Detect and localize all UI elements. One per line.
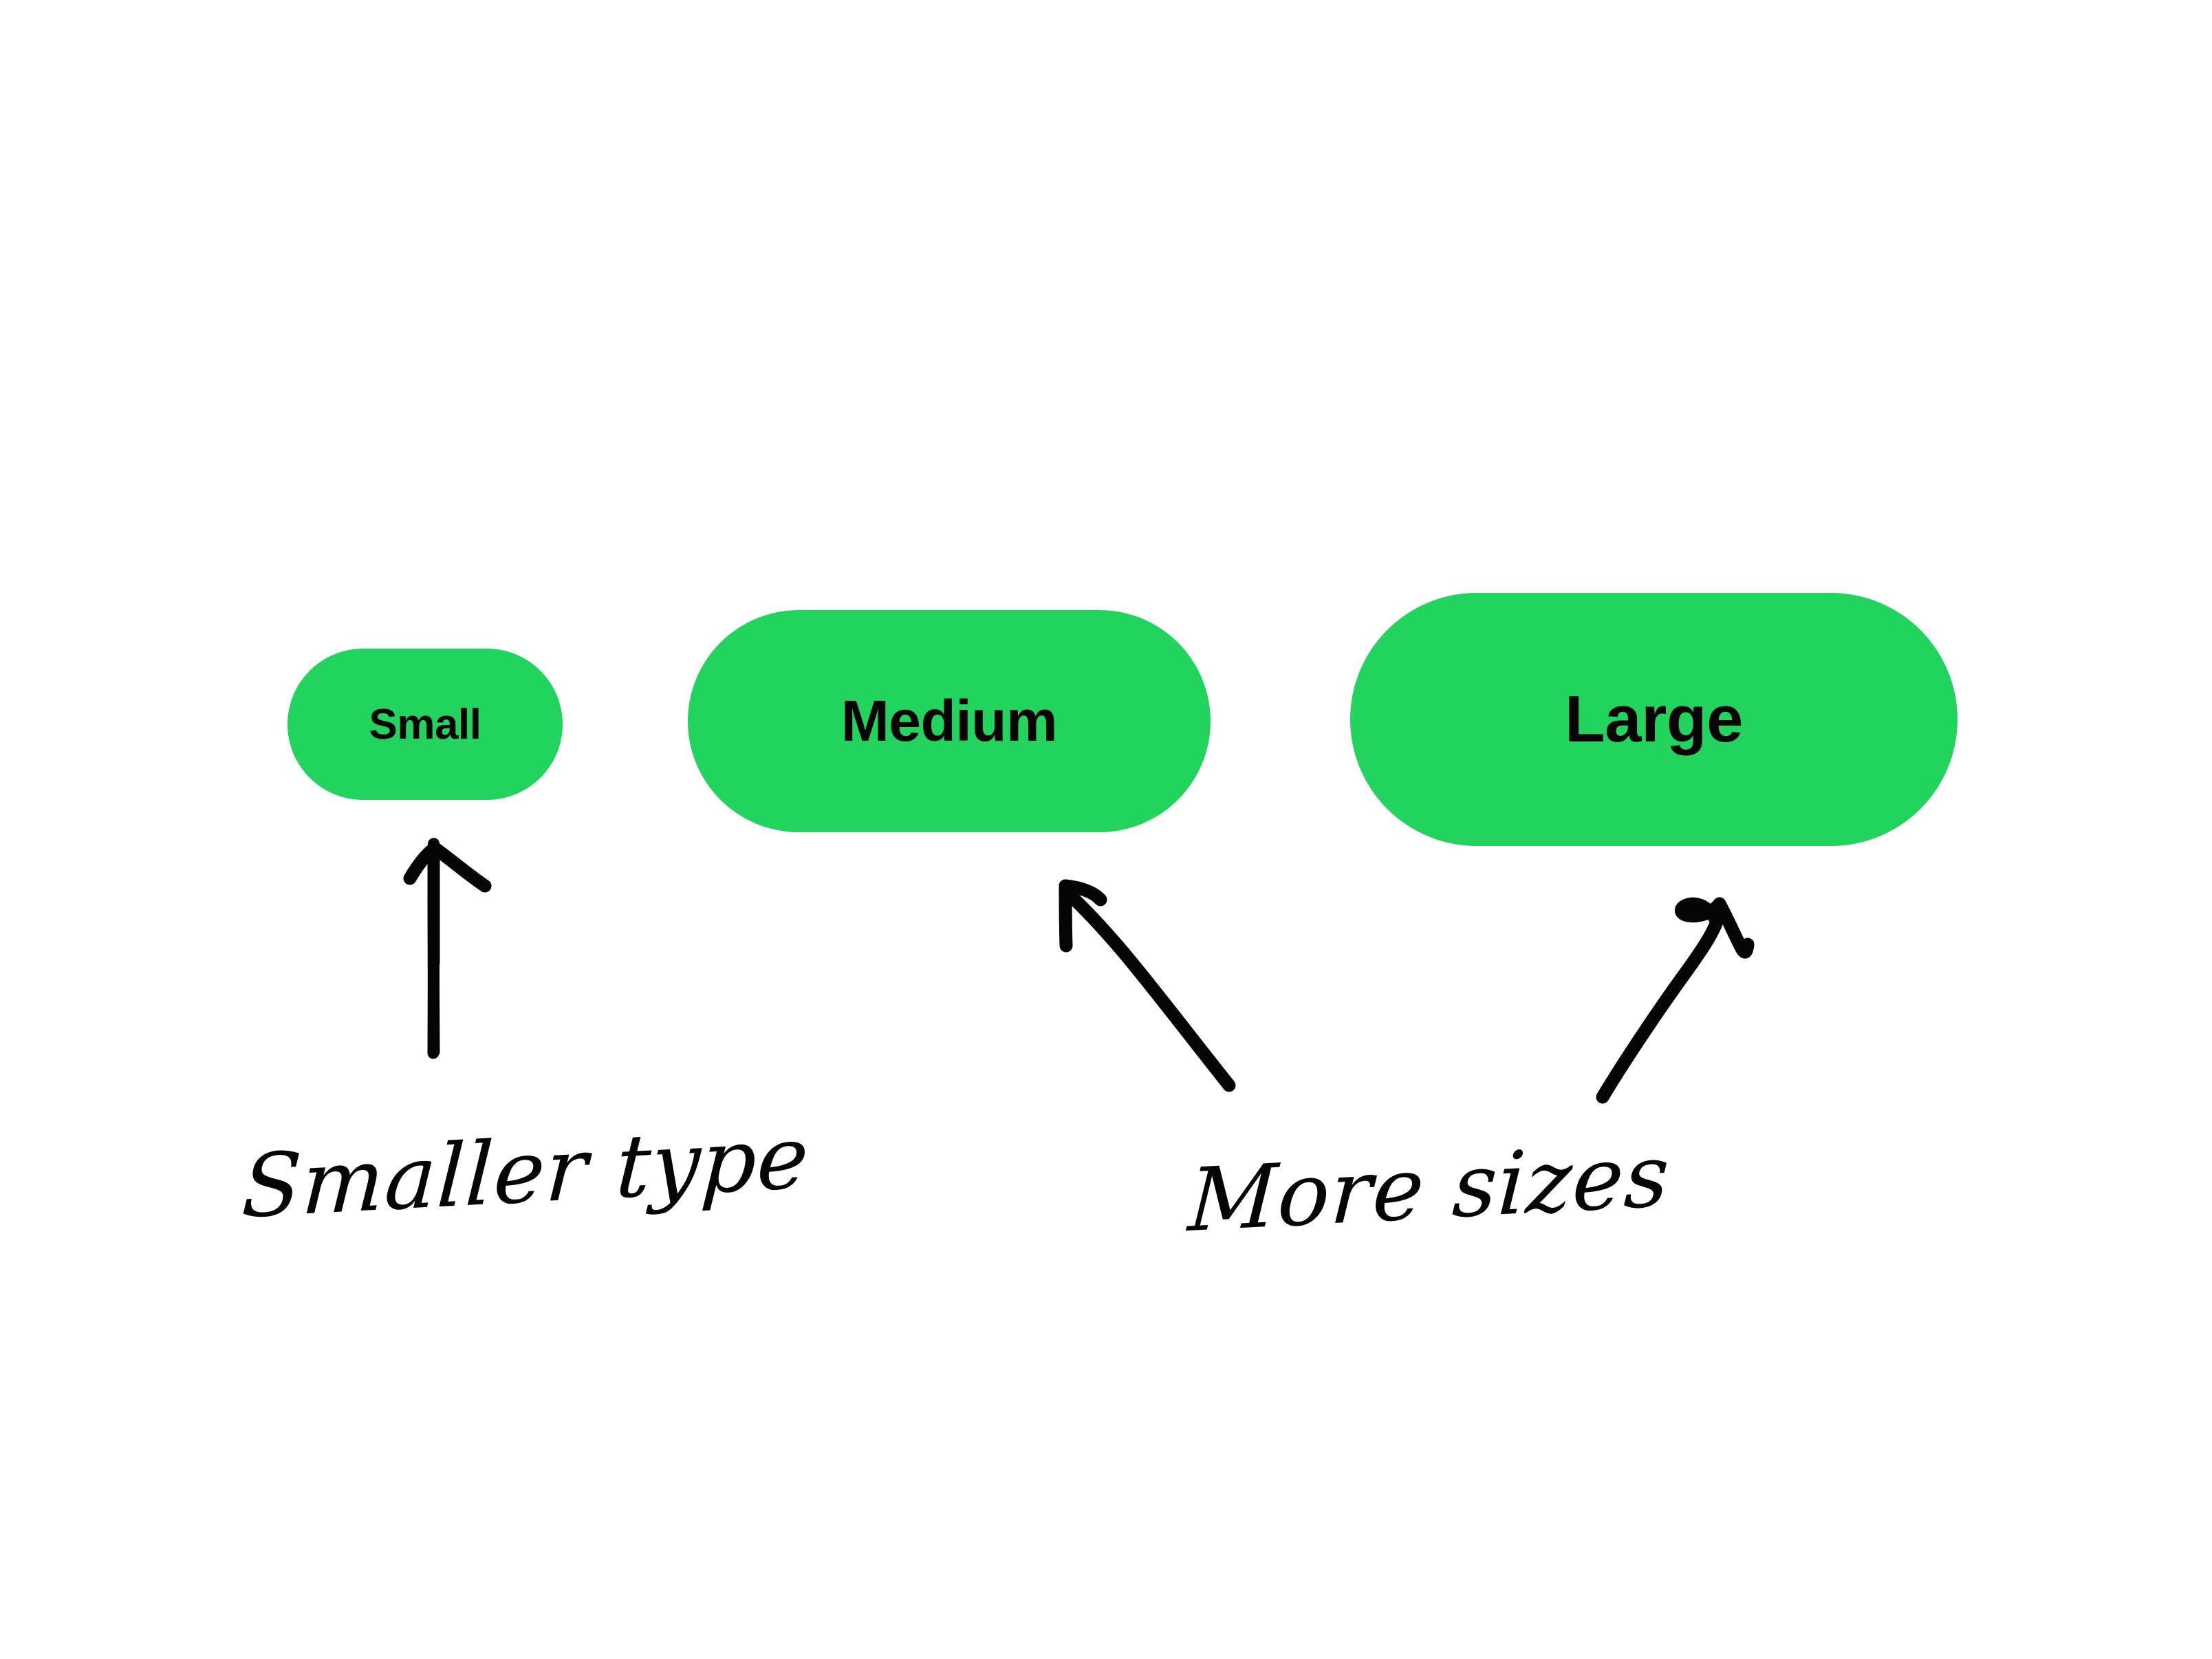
- button-small[interactable]: Small: [288, 649, 563, 800]
- arrow-to-large-icon: [1596, 897, 1755, 1104]
- button-medium[interactable]: Medium: [688, 610, 1211, 832]
- arrow-to-small-icon: [403, 838, 492, 1059]
- annotation-smaller-type: Smaller type: [239, 1106, 812, 1238]
- button-medium-label: Medium: [841, 688, 1058, 753]
- button-large[interactable]: Large: [1350, 593, 1958, 846]
- annotation-more-sizes: More sizes: [1186, 1125, 1673, 1252]
- arrow-to-medium-icon: [1059, 879, 1236, 1092]
- button-large-label: Large: [1565, 682, 1743, 756]
- button-small-label: Small: [369, 700, 481, 748]
